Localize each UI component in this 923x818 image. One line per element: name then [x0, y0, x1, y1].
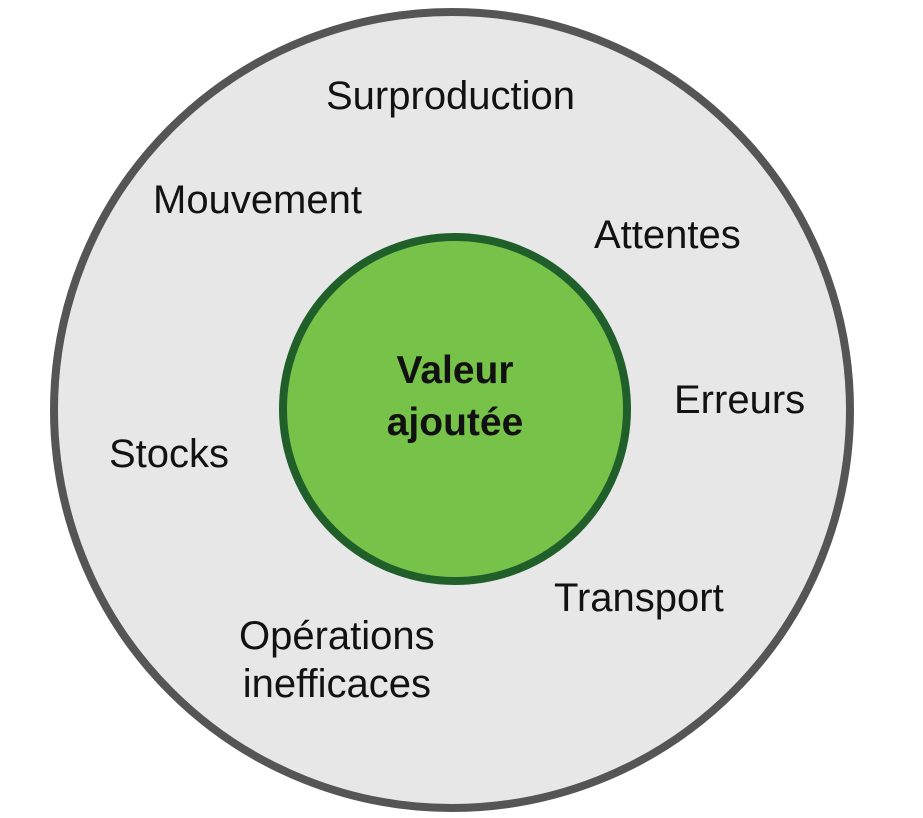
waste-operations-line-1: Opérations — [239, 614, 435, 658]
waste-operations-line-2: inefficaces — [242, 662, 431, 706]
waste-attentes: Attentes — [594, 213, 741, 257]
value-added-label: Valeur ajoutée — [387, 345, 524, 449]
waste-mouvement: Mouvement — [153, 178, 362, 222]
waste-erreurs: Erreurs — [674, 378, 806, 422]
waste-transport: Transport — [554, 576, 724, 620]
waste-stocks: Stocks — [109, 432, 230, 476]
value-added-circle: Valeur ajoutée — [279, 233, 631, 585]
waste-operations-inefficaces: Opérations inefficaces — [239, 612, 435, 708]
value-added-line-2: ajoutée — [386, 401, 524, 444]
value-added-line-1: Valeur — [396, 349, 514, 393]
waste-surproduction: Surproduction — [326, 74, 576, 118]
